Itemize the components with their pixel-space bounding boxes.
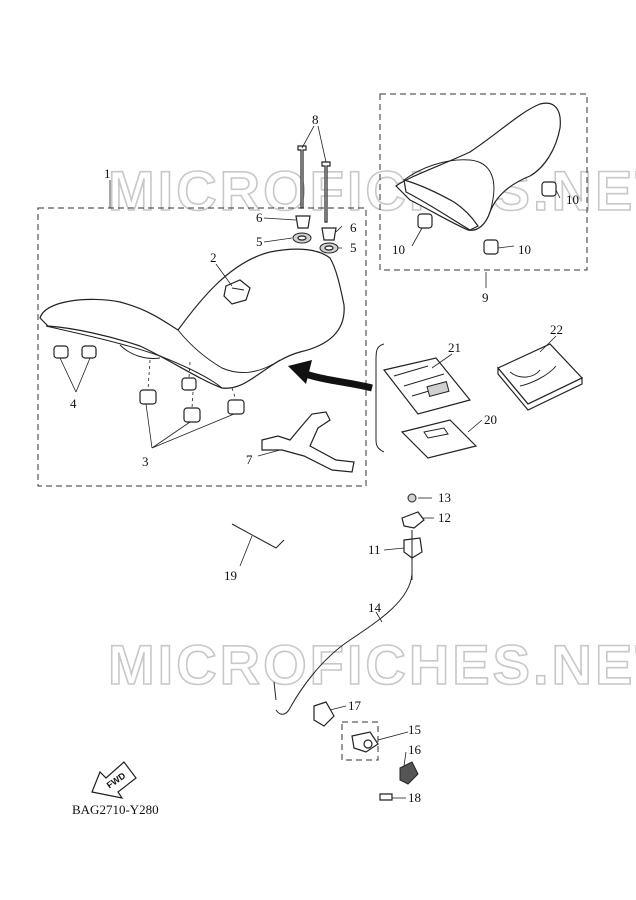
callout-5-right: 5 — [350, 240, 357, 255]
lock-lever-part[interactable] — [401, 511, 425, 529]
lock-cylinder-group-box — [341, 721, 379, 761]
rear-seat[interactable] — [395, 102, 561, 231]
lock-holder-part[interactable] — [403, 530, 423, 570]
front-damper-parts[interactable] — [53, 345, 97, 359]
owners-manual-part[interactable] — [497, 343, 583, 411]
callout-10-middle: 10 — [518, 242, 531, 257]
callout-10-right: 10 — [566, 192, 579, 207]
callouts: 1 2 3 4 5 5 6 6 7 8 9 10 10 10 11 12 13 … — [70, 112, 579, 805]
callout-2: 2 — [210, 250, 217, 265]
callout-3: 3 — [142, 454, 149, 469]
callout-1: 1 — [104, 166, 111, 181]
callout-7: 7 — [246, 452, 253, 467]
seat-cap-parts[interactable] — [295, 215, 337, 241]
lock-cover-part[interactable] — [399, 761, 419, 785]
watermark-bottom: MICROFICHES.NET — [108, 633, 636, 696]
seat-bolt-parts[interactable] — [297, 145, 331, 223]
callout-20: 20 — [484, 412, 497, 427]
cable-clamp-part[interactable] — [313, 701, 335, 727]
seat-bracket-part[interactable] — [261, 411, 355, 473]
callout-13: 13 — [438, 490, 451, 505]
callout-15: 15 — [408, 722, 421, 737]
seat-clip-part[interactable] — [223, 279, 251, 305]
callout-9: 9 — [482, 290, 489, 305]
callout-16: 16 — [408, 742, 422, 757]
callout-22: 22 — [550, 322, 563, 337]
fwd-arrow-icon: FWD — [91, 761, 137, 799]
callout-6-left: 6 — [256, 210, 263, 225]
callout-8: 8 — [312, 112, 319, 127]
storage-bag-part[interactable] — [382, 357, 472, 415]
callout-18: 18 — [408, 790, 421, 805]
callout-6-right: 6 — [350, 220, 357, 235]
lock-screw-part[interactable] — [379, 793, 393, 801]
accessory-bracket-line — [375, 343, 385, 453]
leader-lines — [59, 125, 561, 799]
diagram-code: BAG2710-Y280 — [72, 802, 159, 817]
main-seat-group-box — [37, 207, 367, 487]
callout-12: 12 — [438, 510, 451, 525]
lock-cylinder-part[interactable] — [351, 731, 379, 753]
install-arrow-head — [288, 360, 312, 384]
rear-seat-group-box — [379, 93, 588, 271]
callout-5-left: 5 — [256, 234, 263, 249]
main-seat[interactable] — [39, 248, 345, 389]
callout-21: 21 — [448, 340, 461, 355]
hex-key-part[interactable] — [231, 523, 285, 549]
callout-10-left: 10 — [392, 242, 405, 257]
lock-nut-part[interactable] — [407, 493, 417, 503]
callout-19: 19 — [224, 568, 237, 583]
callout-4: 4 — [70, 396, 77, 411]
seat-lock-cable-part[interactable] — [273, 570, 413, 715]
install-arrow-shaft — [298, 368, 373, 392]
rear-damper-parts[interactable] — [417, 181, 557, 255]
callout-14: 14 — [368, 600, 382, 615]
small-bag-part[interactable] — [400, 419, 478, 459]
callout-11: 11 — [368, 542, 381, 557]
watermark-top: MICROFICHES.NET — [108, 159, 636, 222]
callout-17: 17 — [348, 698, 362, 713]
seat-damper-parts[interactable] — [139, 359, 245, 423]
